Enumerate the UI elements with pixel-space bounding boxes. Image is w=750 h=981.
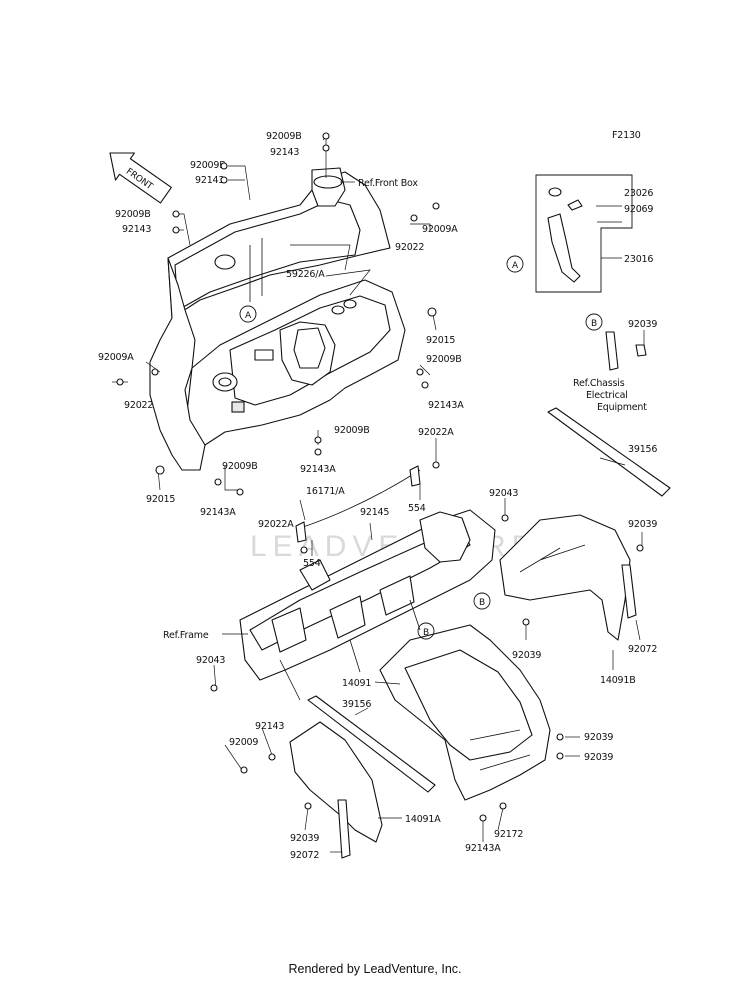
parts-box-a (535, 174, 633, 293)
callout-b-mid-letter: B (479, 598, 485, 608)
cable-16171a (295, 465, 421, 543)
label-92143a-2: 92143A (300, 464, 336, 475)
connector-92039 (605, 331, 647, 371)
label-554-1: 554 (408, 503, 426, 514)
label-92143-4: 92143 (255, 721, 284, 732)
label-39156-2: 39156 (342, 699, 371, 710)
label-23016: 23016 (624, 254, 653, 265)
label-16171a: 16171/A (306, 486, 345, 497)
label-92009b-4: 92009B (426, 354, 462, 365)
fasteners (116, 132, 644, 822)
label-ref-chassis-3: Equipment (597, 402, 647, 413)
label-92009b-5: 92009B (334, 425, 370, 436)
label-92072-2: 92072 (290, 850, 319, 861)
strip-39156-upper (547, 407, 671, 497)
label-92039-5: 92039 (584, 752, 613, 763)
frame-assembly (239, 509, 496, 701)
callout-b-mid: B (473, 592, 491, 610)
callout-a-top: A (239, 305, 257, 323)
callout-b-low: B (417, 622, 435, 640)
label-92145: 92145 (360, 507, 389, 518)
label-92039-2: 92039 (628, 519, 657, 530)
label-39156-1: 39156 (628, 444, 657, 455)
label-92009: 92009 (229, 737, 258, 748)
label-92043-2: 92043 (196, 655, 225, 666)
label-14091b: 14091B (600, 675, 636, 686)
label-ref-frame: Ref.Frame (163, 630, 209, 641)
label-92039-1: 92039 (628, 319, 657, 330)
label-92143a-3: 92143A (200, 507, 236, 518)
footer-credit: Rendered by LeadVenture, Inc. (288, 962, 462, 976)
callout-b-top: B (585, 313, 603, 331)
front-dash-panel (167, 167, 391, 319)
label-554-2: 554 (303, 558, 321, 569)
label-92143a-4: 92143A (465, 843, 501, 854)
part-labels: 92009B 92143 92009B 92143 Ref.Front Box … (98, 131, 658, 861)
panel-14091b (499, 514, 637, 641)
instrument-panel (184, 279, 406, 461)
label-23026: 23026 (624, 188, 653, 199)
callout-b-top-letter: B (591, 319, 597, 329)
label-ref-chassis-1: Ref.Chassis (573, 378, 625, 389)
label-92039-6: 92039 (290, 833, 319, 844)
label-92009b-2: 92009B (190, 160, 226, 171)
label-92143-1: 92143 (270, 147, 299, 158)
panel-14091 (379, 624, 551, 801)
label-92072-1: 92072 (628, 644, 657, 655)
label-92039-3: 92039 (512, 650, 541, 661)
label-14091a: 14091A (405, 814, 441, 825)
label-92009a-2: 92009A (98, 352, 134, 363)
callout-a-box-letter: A (512, 261, 519, 271)
label-92022-2: 92022 (124, 400, 153, 411)
callout-a-box: A (506, 255, 524, 273)
callout-a-top-letter: A (245, 311, 252, 321)
label-59226a: 59226/A (286, 269, 325, 280)
front-arrow-icon: FRONT (109, 152, 172, 204)
callout-b-low-letter: B (423, 628, 429, 638)
label-92039-4: 92039 (584, 732, 613, 743)
label-92009b-1: 92009B (266, 131, 302, 142)
label-92009b-3: 92009B (115, 209, 151, 220)
label-92015-2: 92015 (146, 494, 175, 505)
label-92143a-1: 92143A (428, 400, 464, 411)
label-14091: 14091 (342, 678, 371, 689)
label-92022a-1: 92022A (418, 427, 454, 438)
strip-39156-lower (307, 695, 436, 793)
label-92143-2: 92143 (195, 175, 224, 186)
label-92009a-1: 92009A (422, 224, 458, 235)
label-ref-chassis-2: Electrical (586, 390, 628, 401)
panel-14091a (289, 721, 383, 859)
label-92143-3: 92143 (122, 224, 151, 235)
label-92015-1: 92015 (426, 335, 455, 346)
label-92022-1: 92022 (395, 242, 424, 253)
left-side-panel (149, 257, 206, 471)
figure-code: F2130 (612, 130, 641, 141)
label-ref-front-box: Ref.Front Box (358, 178, 418, 189)
label-92009b-6: 92009B (222, 461, 258, 472)
label-92172: 92172 (494, 829, 523, 840)
label-92069: 92069 (624, 204, 653, 215)
label-92043-1: 92043 (489, 488, 518, 499)
label-92022a-2: 92022A (258, 519, 294, 530)
